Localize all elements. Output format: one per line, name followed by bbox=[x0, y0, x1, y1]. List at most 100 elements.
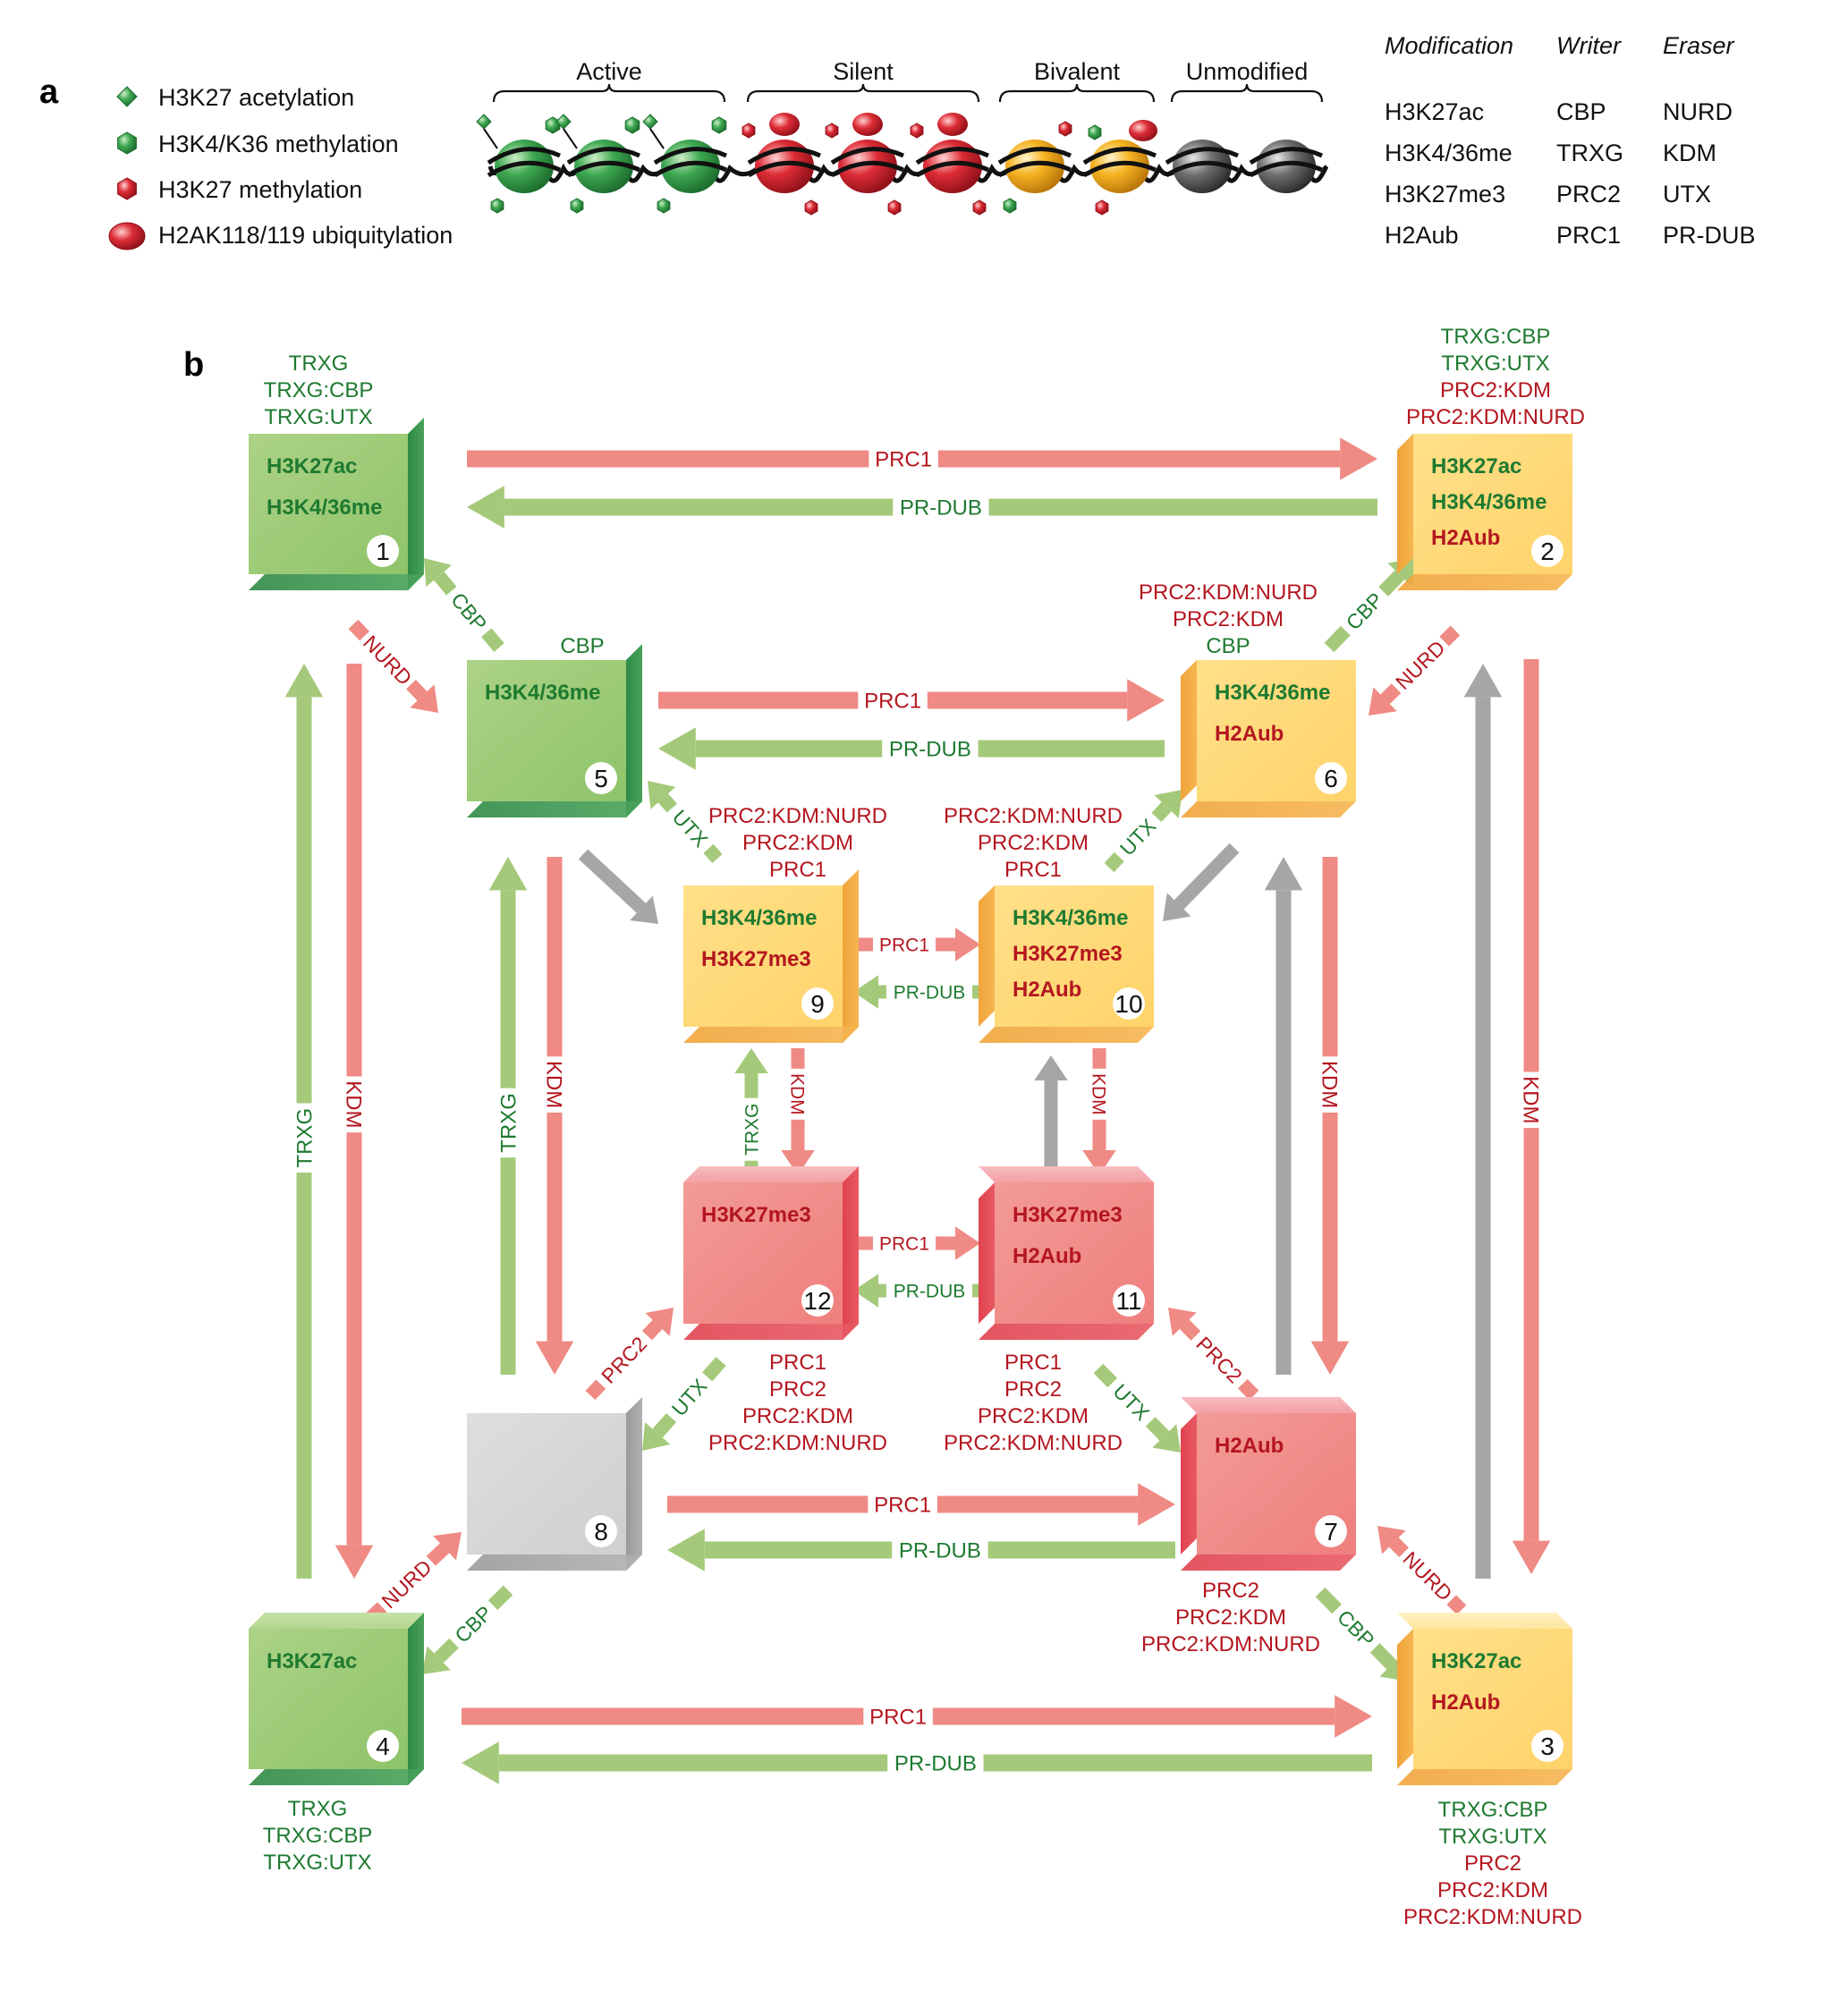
arrow-head bbox=[641, 1422, 671, 1451]
arrow-shaft bbox=[1380, 683, 1402, 705]
annotation-s9: PRC1 bbox=[769, 858, 826, 882]
arrow-shaft bbox=[467, 450, 869, 468]
state-number: 12 bbox=[803, 1287, 831, 1315]
arrow-label: UTX bbox=[667, 1374, 712, 1420]
arrow-head bbox=[462, 1741, 499, 1784]
transition-arrow: PR-DUB bbox=[853, 975, 980, 1009]
table-cell: CBP bbox=[1556, 98, 1606, 125]
arrow-head bbox=[1127, 679, 1165, 722]
state-number: 4 bbox=[376, 1732, 390, 1760]
transition-arrow: PR-DUB bbox=[467, 486, 1377, 529]
state-number: 9 bbox=[810, 990, 825, 1018]
cube-top bbox=[1181, 1397, 1356, 1413]
cube-mark: H3K27ac bbox=[267, 454, 357, 479]
state-number: 2 bbox=[1540, 538, 1555, 565]
arrow-shaft bbox=[1389, 1537, 1409, 1557]
arrow-label: PRC1 bbox=[875, 447, 932, 471]
annotation-s6: PRC2:KDM:NURD bbox=[1139, 580, 1318, 605]
table-cell: KDM bbox=[1663, 140, 1716, 166]
arrow-shaft bbox=[936, 1236, 955, 1250]
table-header: Eraser bbox=[1663, 32, 1735, 59]
annotation-s10: PRC2:KDM bbox=[978, 831, 1089, 855]
arrow-shaft bbox=[1322, 857, 1338, 1057]
cube-mark: H3K4/36me bbox=[1013, 906, 1128, 930]
table-cell: PRC1 bbox=[1556, 222, 1621, 249]
dna-wrap bbox=[1165, 160, 1240, 178]
cube-bottom bbox=[1397, 574, 1572, 590]
arrow-shaft bbox=[500, 1157, 516, 1375]
acetylation-mark bbox=[642, 114, 658, 130]
arrow-head bbox=[467, 486, 504, 529]
state-number: 3 bbox=[1540, 1732, 1555, 1760]
arrow-shaft bbox=[585, 1379, 606, 1401]
diamond-icon bbox=[116, 86, 138, 107]
state-number: 1 bbox=[376, 538, 390, 565]
arrow-label: CBP bbox=[450, 1601, 496, 1648]
arrow-label: PR-DUB bbox=[894, 982, 966, 1003]
annotation-s12: PRC2:KDM bbox=[742, 1404, 853, 1428]
h3k27me-mark bbox=[910, 123, 924, 139]
arrow-shaft bbox=[878, 985, 886, 999]
arrow-shaft bbox=[988, 498, 1377, 516]
arrow-shaft bbox=[791, 1048, 805, 1069]
dna-wrap bbox=[1165, 147, 1240, 165]
cube-mark: H2Aub bbox=[1431, 526, 1500, 550]
state-number: 7 bbox=[1324, 1518, 1338, 1546]
arrow-head bbox=[630, 895, 659, 924]
arrow-label: PRC2 bbox=[1191, 1332, 1247, 1387]
state-number-badge bbox=[1113, 987, 1145, 1020]
arrow-label: NURD bbox=[359, 631, 417, 690]
h3k27me-mark bbox=[1058, 121, 1072, 137]
arrow-head bbox=[1138, 1483, 1175, 1526]
arrow-shaft bbox=[481, 628, 504, 652]
arrow-head bbox=[781, 1150, 815, 1175]
transition-arrow bbox=[578, 849, 659, 924]
arrow-label: TRXG bbox=[496, 1093, 521, 1153]
dna-wrap bbox=[566, 147, 641, 165]
table-cell: PRC2 bbox=[1556, 181, 1621, 208]
annotation-s3: TRXG:CBP bbox=[1438, 1798, 1548, 1822]
cube-mark: H2Aub bbox=[1013, 1244, 1081, 1268]
ubiquitylation-mark bbox=[937, 113, 968, 136]
arrow-shaft bbox=[406, 679, 428, 701]
arrow-label: NURD bbox=[377, 1555, 436, 1613]
arrow-label: CBP bbox=[1333, 1605, 1379, 1652]
state-number-badge bbox=[1315, 762, 1347, 794]
arrow-shaft bbox=[578, 849, 647, 913]
arrow-shaft bbox=[498, 1754, 888, 1772]
transition-arrow: PRC2 bbox=[1167, 1308, 1259, 1401]
cube-bottom bbox=[683, 1324, 859, 1340]
annotation-s3: PRC2:KDM bbox=[1437, 1878, 1548, 1902]
arrow-shaft bbox=[1275, 890, 1292, 1375]
arrow-label: PRC1 bbox=[879, 1233, 929, 1254]
cube-mark: H3K4/36me bbox=[267, 496, 382, 520]
h3k27me-mark bbox=[742, 123, 756, 139]
cube-mark: H3K4/36me bbox=[701, 906, 817, 930]
arrow-label: PR-DUB bbox=[894, 1751, 977, 1775]
dna-wrap bbox=[915, 160, 990, 178]
transition-arrow: TRXG bbox=[488, 857, 528, 1375]
annotation-s6: PRC2:KDM bbox=[1173, 607, 1284, 631]
dna-wrap bbox=[1082, 147, 1157, 165]
state-number: 11 bbox=[1115, 1287, 1141, 1315]
dna-wrap bbox=[830, 160, 905, 178]
arrow-shaft bbox=[1523, 659, 1539, 1072]
arrow-head bbox=[1463, 664, 1503, 698]
cube-mark: H3K4/36me bbox=[1215, 681, 1330, 705]
annotation-s11: PRC1 bbox=[1004, 1351, 1062, 1375]
arrow-head bbox=[1368, 687, 1397, 716]
state-number: 8 bbox=[594, 1518, 608, 1546]
arrow-head bbox=[955, 1226, 980, 1260]
transition-arrow: CBP bbox=[1324, 557, 1417, 653]
state-number: 6 bbox=[1324, 765, 1338, 792]
transition-arrow bbox=[1163, 843, 1240, 922]
methylation-mark bbox=[1003, 198, 1017, 214]
arrow-head bbox=[284, 664, 324, 698]
state-number-badge bbox=[1531, 1730, 1564, 1762]
transition-arrow: KDM bbox=[535, 857, 574, 1375]
annotation-s5: CBP bbox=[560, 634, 604, 658]
